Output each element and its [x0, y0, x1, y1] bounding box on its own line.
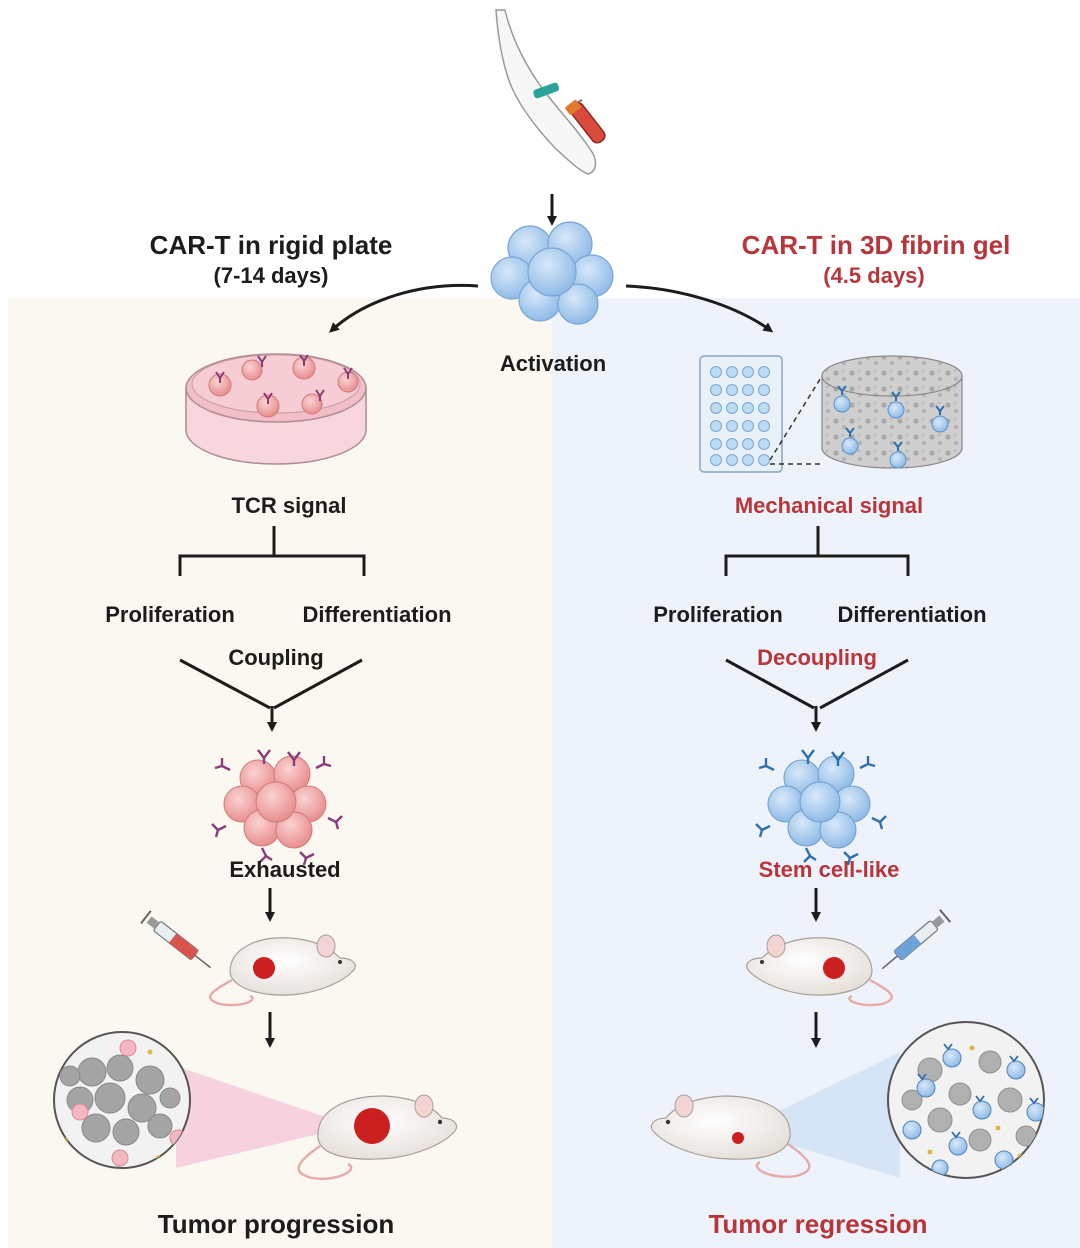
fibrin-gel-scaffold-icon: [821, 355, 963, 469]
left-tumor-microenvironment-icon: [53, 1031, 191, 1169]
left-duration: (7-14 days): [213, 263, 329, 288]
stem-cell-like-cluster-icon: [755, 749, 887, 866]
left-zoom-cone: [176, 1066, 352, 1168]
petri-dish-icon: [185, 353, 367, 465]
decoupling-label: Decoupling: [757, 645, 877, 670]
right-signal-label: Mechanical signal: [734, 493, 924, 518]
tumor-bearing-mouse-icon-left: [297, 1094, 457, 1180]
right-differentiation-label: Differentiation: [837, 602, 987, 627]
treated-mouse-icon-left: [209, 934, 356, 1007]
arm-blood-draw-icon: [495, 9, 606, 175]
right-proliferation-label: Proliferation: [653, 602, 783, 627]
right-duration: (4.5 days): [823, 263, 925, 288]
right-zoom-cone: [740, 1052, 900, 1178]
syringe-icon-right: [881, 909, 951, 970]
left-signal-label: TCR signal: [231, 493, 347, 518]
arrow-to-fibrin-gel: [625, 284, 774, 333]
coupling-label: Coupling: [228, 645, 324, 670]
activated-cell-cluster-icon: [490, 221, 614, 325]
well-plate-icon: [699, 355, 823, 473]
left-proliferation-label: Proliferation: [105, 602, 235, 627]
right-merge-lines: [725, 658, 909, 710]
left-differentiation-label: Differentiation: [302, 602, 452, 627]
tumor-progression-label: Tumor progression: [157, 1209, 395, 1239]
right-branch-bracket: [724, 526, 910, 576]
tumor-regression-label: Tumor regression: [708, 1209, 928, 1239]
right-title: CAR-T in 3D fibrin gel: [741, 230, 1011, 260]
exhausted-label: Exhausted: [229, 857, 341, 882]
exhausted-cell-cluster-icon: [211, 749, 343, 866]
left-merge-lines: [179, 658, 363, 710]
tumor-regressed-mouse-icon-right: [651, 1094, 811, 1178]
left-branch-bracket: [178, 526, 366, 576]
stem-cell-like-label: Stem cell-like: [758, 857, 900, 882]
arrow-to-rigid-plate: [329, 283, 479, 333]
treated-mouse-icon-right: [746, 934, 893, 1007]
syringe-icon-left: [140, 910, 212, 969]
activation-label: Activation: [499, 351, 607, 376]
left-title: CAR-T in rigid plate: [149, 230, 393, 260]
right-tumor-microenvironment-icon: [887, 1021, 1045, 1179]
